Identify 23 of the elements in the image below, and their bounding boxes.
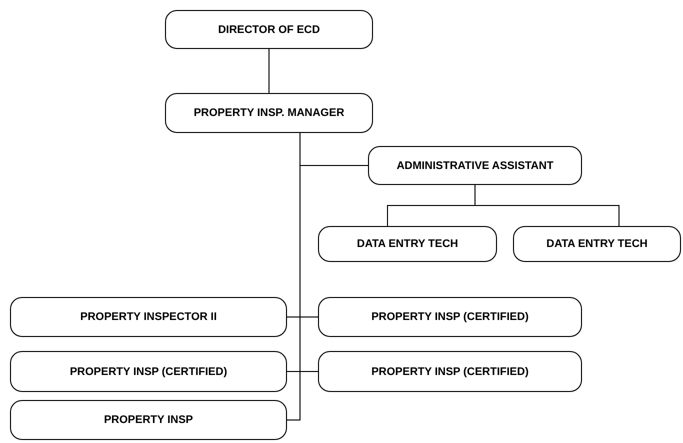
- position-title: PROPERTY INSP: [104, 414, 194, 426]
- connector-line: [286, 132, 300, 420]
- position-box: [165, 10, 373, 49]
- position-title: PROPERTY INSP. MANAGER: [194, 107, 344, 119]
- position-box: [10, 351, 287, 392]
- position-box: [368, 146, 582, 185]
- position-box: [10, 297, 287, 337]
- position-title: DIRECTOR OF ECD: [218, 24, 320, 36]
- position-title: PROPERTY INSP (CERTIFIED): [70, 366, 228, 378]
- position-box: [513, 226, 681, 262]
- position-title: PROPERTY INSP (CERTIFIED): [371, 366, 529, 378]
- position-box: [318, 226, 497, 262]
- position-title: DATA ENTRY TECH: [356, 238, 458, 250]
- position-box: [10, 400, 287, 440]
- position-title: PROPERTY INSPECTOR II: [80, 311, 217, 323]
- position-title: ADMINISTRATIVE ASSISTANT: [396, 160, 554, 172]
- position-box: [318, 351, 582, 392]
- position-box: [318, 297, 582, 337]
- connector-line: [474, 184, 620, 226]
- connector-line: [268, 48, 270, 94]
- position-title: DATA ENTRY TECH: [546, 238, 648, 250]
- position-title: PROPERTY INSP (CERTIFIED): [371, 311, 529, 323]
- position-box: [165, 93, 373, 133]
